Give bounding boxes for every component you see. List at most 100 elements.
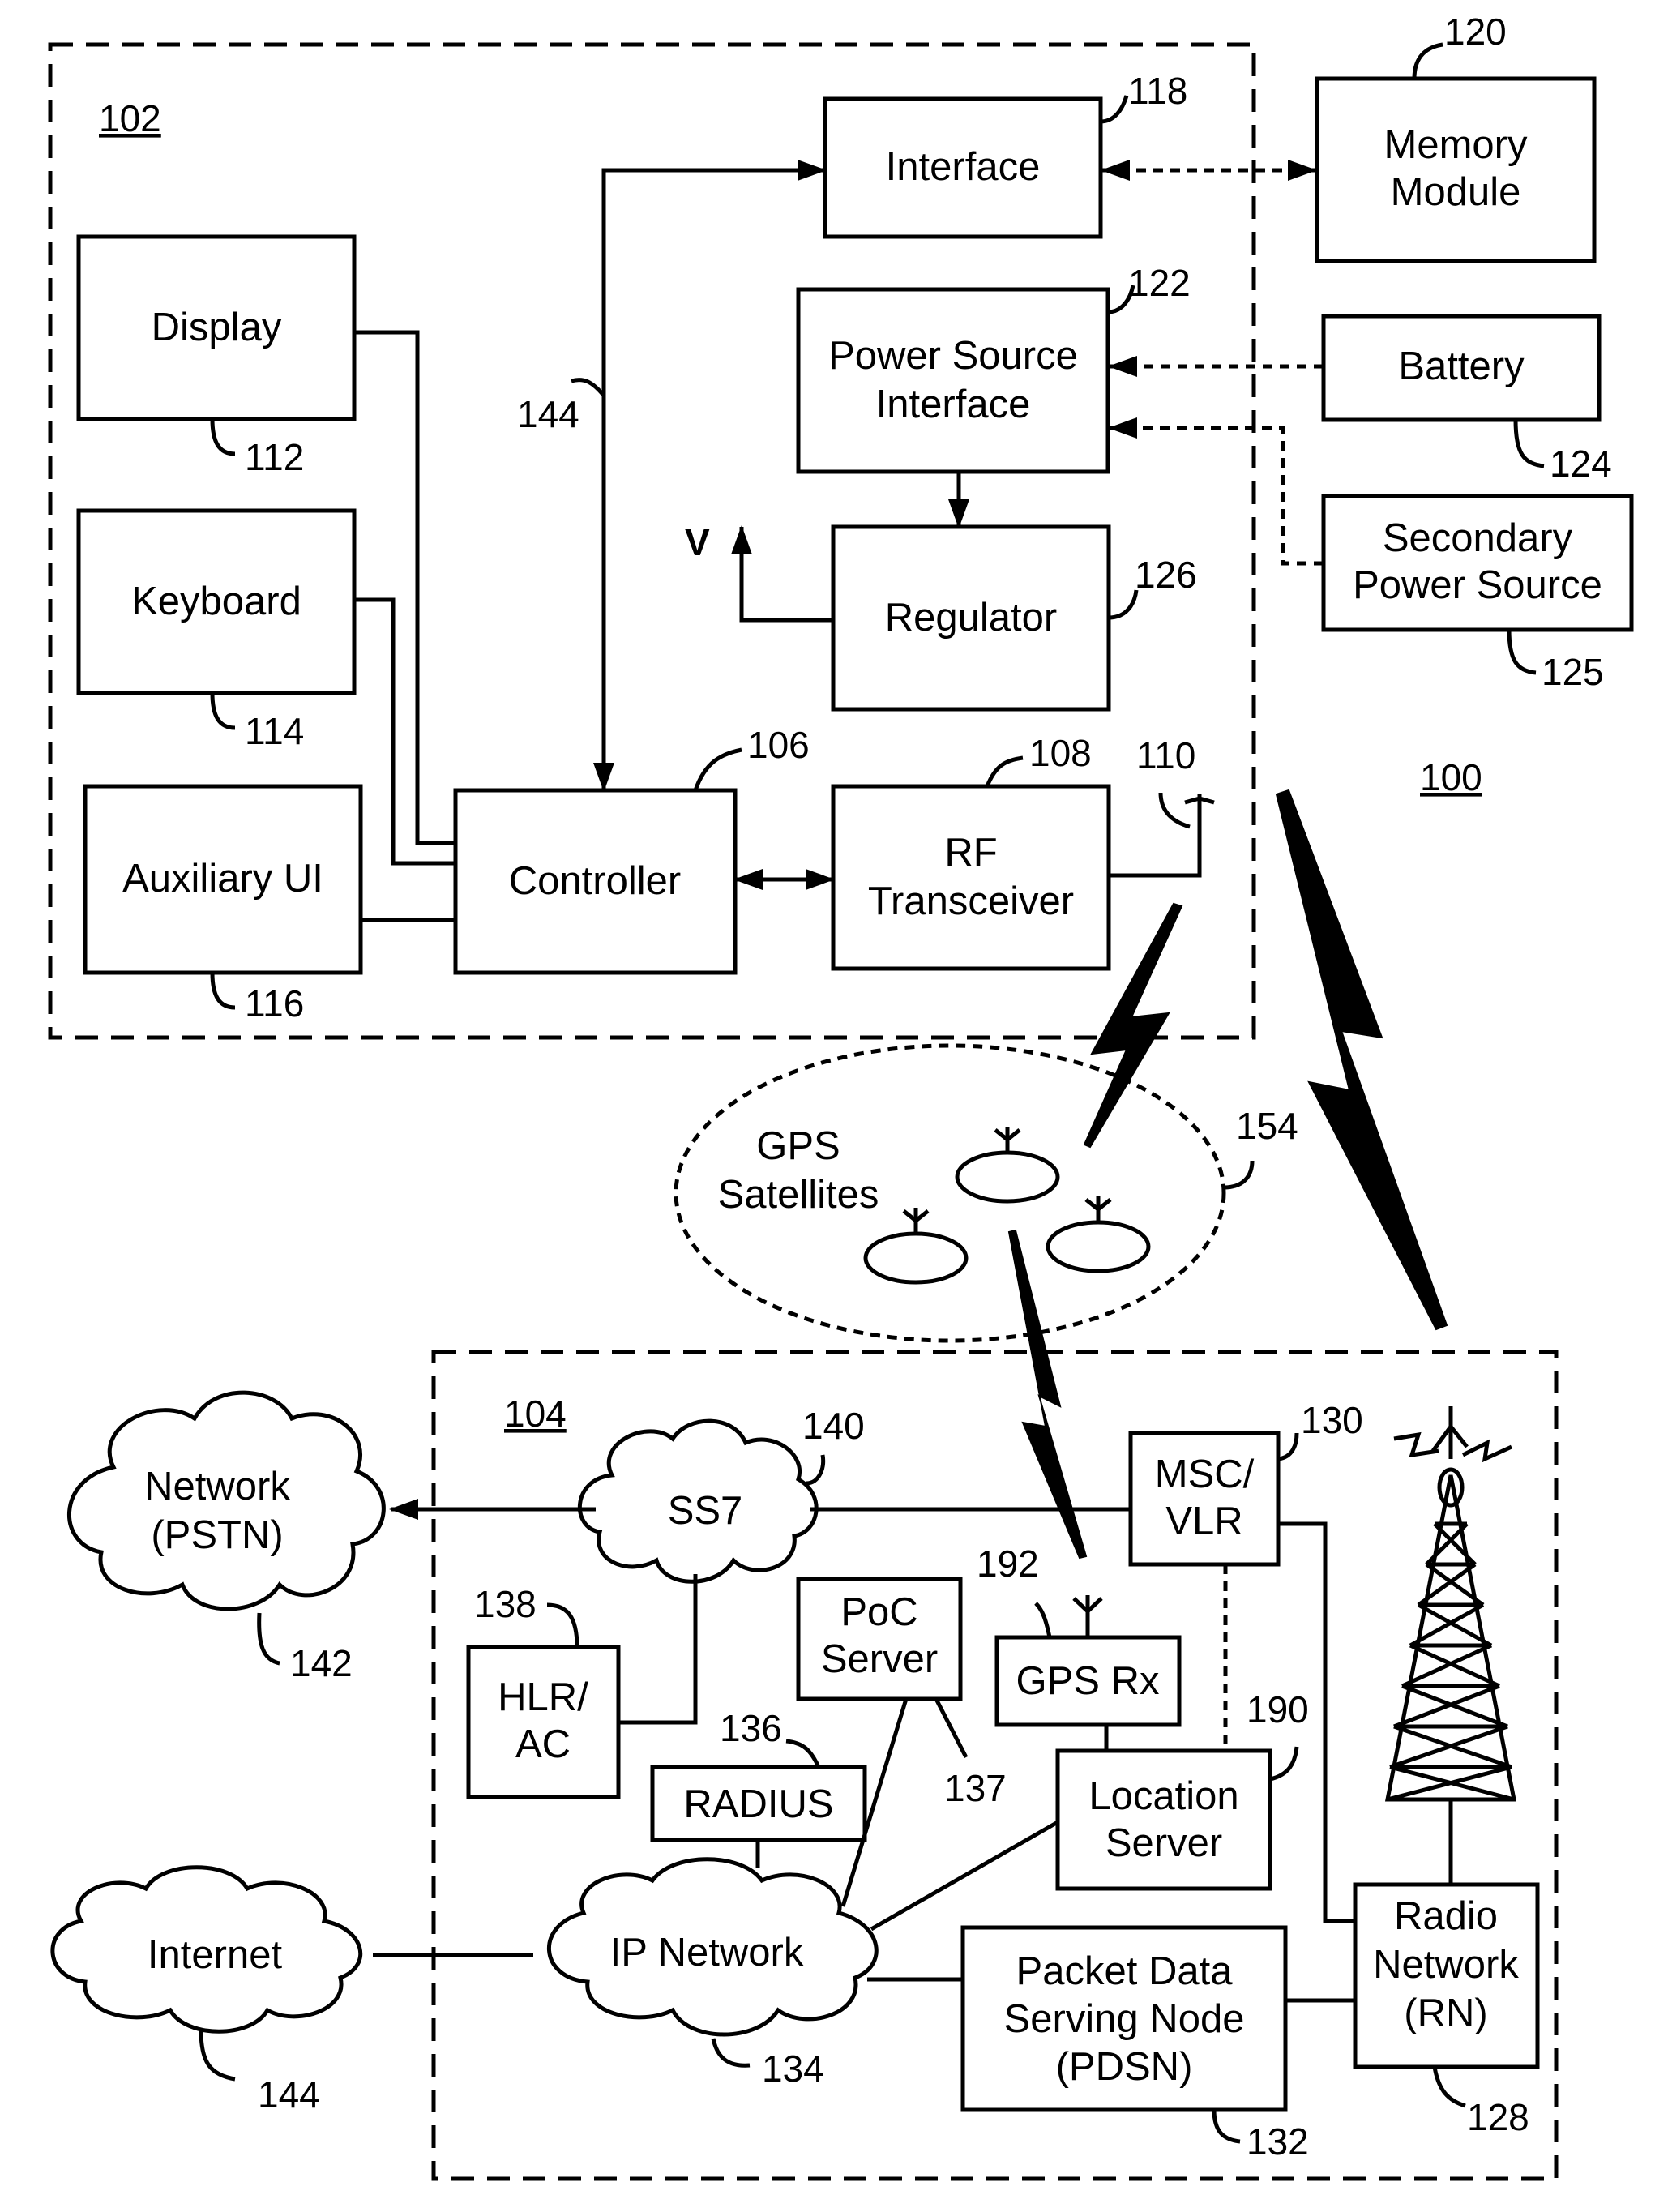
- ss7-label: SS7: [668, 1489, 743, 1533]
- pstn-line2: (PSTN): [151, 1513, 283, 1557]
- location-server-block: Location Server: [1058, 1751, 1270, 1889]
- controller-ref-leader: [695, 750, 742, 790]
- memory-line1: Memory: [1384, 123, 1528, 167]
- auxiliary-ui-label: Auxiliary UI: [122, 857, 323, 901]
- antenna-ref-leader: [1161, 793, 1190, 827]
- gps-satellites-ref: 154: [1236, 1105, 1298, 1147]
- hlr-ss7-link: [618, 1574, 695, 1722]
- rn-line3: (RN): [1404, 1992, 1487, 2035]
- interface-block: Interface: [825, 99, 1101, 237]
- ss7-ref-leader: [806, 1455, 823, 1483]
- radius-ref-leader: [786, 1741, 819, 1767]
- regulator-voltage-label: V: [685, 521, 710, 563]
- location-line1: Location: [1088, 1774, 1238, 1818]
- satellite-icon: [866, 1208, 966, 1282]
- gps-satellites-ref-leader: [1224, 1161, 1252, 1187]
- secondary-power-link: [1110, 428, 1324, 563]
- battery-block: Battery: [1324, 316, 1599, 420]
- device-network-wireless-link: [1277, 790, 1447, 1329]
- internet-ref-leader: [201, 2030, 235, 2079]
- rn-line1: Radio: [1394, 1894, 1498, 1938]
- display-block: Display: [79, 237, 354, 419]
- location-ref-leader: [1270, 1747, 1297, 1779]
- hlr-ref: 138: [474, 1583, 537, 1625]
- rf-transceiver-line1: RF: [944, 831, 997, 875]
- pdsn-ref: 132: [1247, 2120, 1309, 2163]
- internet-label: Internet: [148, 1933, 283, 1977]
- interface-ref: 118: [1128, 70, 1187, 112]
- controller-block: Controller: [455, 790, 735, 973]
- secondary-ref-leader: [1509, 630, 1536, 673]
- controller-label: Controller: [509, 859, 681, 903]
- system-ref: 100: [1420, 756, 1482, 798]
- cell-tower-icon: [1388, 1406, 1514, 1885]
- radio-network-block: Radio Network (RN): [1355, 1885, 1537, 2067]
- auxiliary-ui-ref: 116: [245, 982, 304, 1025]
- gps-satellites-line1: GPS: [756, 1124, 840, 1168]
- location-ref: 190: [1247, 1688, 1309, 1731]
- rf-antenna-feed: [1109, 798, 1200, 875]
- msc-line1: MSC/: [1155, 1453, 1255, 1496]
- display-ref-leader: [212, 419, 235, 454]
- rn-line2: Network: [1373, 1943, 1519, 1987]
- power-source-interface-block: Power Source Interface: [798, 289, 1108, 472]
- internet-ref: 144: [258, 2073, 320, 2116]
- gps-rx-ref: 192: [977, 1542, 1039, 1585]
- controller-interface-bus: [604, 170, 825, 790]
- controller-ref: 106: [747, 724, 810, 766]
- rf-transceiver-ref: 108: [1029, 732, 1092, 774]
- gps-satellites-line2: Satellites: [718, 1173, 879, 1217]
- ss7-ref: 140: [802, 1405, 865, 1447]
- msc-ref-leader: [1278, 1433, 1297, 1459]
- battery-label: Battery: [1398, 344, 1525, 388]
- keyboard-block: Keyboard: [79, 511, 354, 693]
- radio-network-ref: 128: [1467, 2096, 1529, 2138]
- ip-ref-leader: [713, 2039, 750, 2065]
- gps-rx-ref-leader: [1036, 1603, 1050, 1637]
- poc-ref: 137: [944, 1767, 1007, 1809]
- rn-ref-leader: [1435, 2067, 1465, 2106]
- secondary-line1: Secondary: [1383, 516, 1573, 560]
- poc-line1: PoC: [840, 1590, 917, 1634]
- keyboard-ref: 114: [245, 710, 304, 752]
- regulator-output-arrow: [742, 527, 833, 620]
- satellite-icon: [957, 1127, 1058, 1201]
- mobile-device-ref: 102: [99, 97, 161, 139]
- msc-vlr-block: MSC/ VLR: [1131, 1433, 1278, 1564]
- pdsn-line2: Serving Node: [1004, 1997, 1245, 2041]
- hlr-ac-block: HLR/ AC: [468, 1647, 618, 1797]
- radius-ref: 136: [720, 1707, 782, 1749]
- location-line2: Server: [1105, 1821, 1222, 1865]
- msc-line2: VLR: [1165, 1500, 1242, 1543]
- power-interface-line2: Interface: [876, 383, 1031, 426]
- ss7-cloud: SS7: [579, 1421, 816, 1581]
- auxiliary-ref-leader: [212, 973, 235, 1008]
- pdsn-ref-leader: [1214, 2110, 1240, 2141]
- radius-block: RADIUS: [652, 1767, 865, 1840]
- rf-ref-leader: [987, 758, 1023, 786]
- pstn-line1: Network: [144, 1465, 290, 1508]
- gps-rx-antenna-icon: [1074, 1595, 1101, 1637]
- battery-ref-leader: [1516, 420, 1544, 466]
- memory-ref-leader: [1414, 45, 1443, 79]
- satellite-icon: [1048, 1196, 1148, 1271]
- hlr-line2: AC: [515, 1722, 571, 1766]
- power-interface-line1: Power Source: [828, 334, 1078, 378]
- ip-network-cloud: IP Network: [549, 1859, 876, 2034]
- power-interface-ref: 122: [1128, 262, 1191, 304]
- interface-ref-leader: [1101, 96, 1127, 122]
- keyboard-controller-link: [354, 600, 455, 863]
- poc-line2: Server: [821, 1637, 938, 1681]
- pdsn-line3: (PDSN): [1056, 2045, 1193, 2089]
- hlr-ref-leader: [547, 1605, 577, 1647]
- secondary-ref: 125: [1542, 651, 1604, 693]
- secondary-power-block: Secondary Power Source: [1324, 496, 1631, 630]
- msc-ref: 130: [1301, 1399, 1363, 1441]
- secondary-line2: Power Source: [1353, 563, 1602, 607]
- hlr-line1: HLR/: [498, 1675, 588, 1719]
- gps-rx-label: GPS Rx: [1016, 1659, 1160, 1703]
- internet-cloud: Internet: [53, 1868, 361, 2032]
- keyboard-label: Keyboard: [131, 580, 301, 623]
- poc-ref-leader: [936, 1699, 966, 1757]
- pstn-ref: 142: [290, 1642, 353, 1684]
